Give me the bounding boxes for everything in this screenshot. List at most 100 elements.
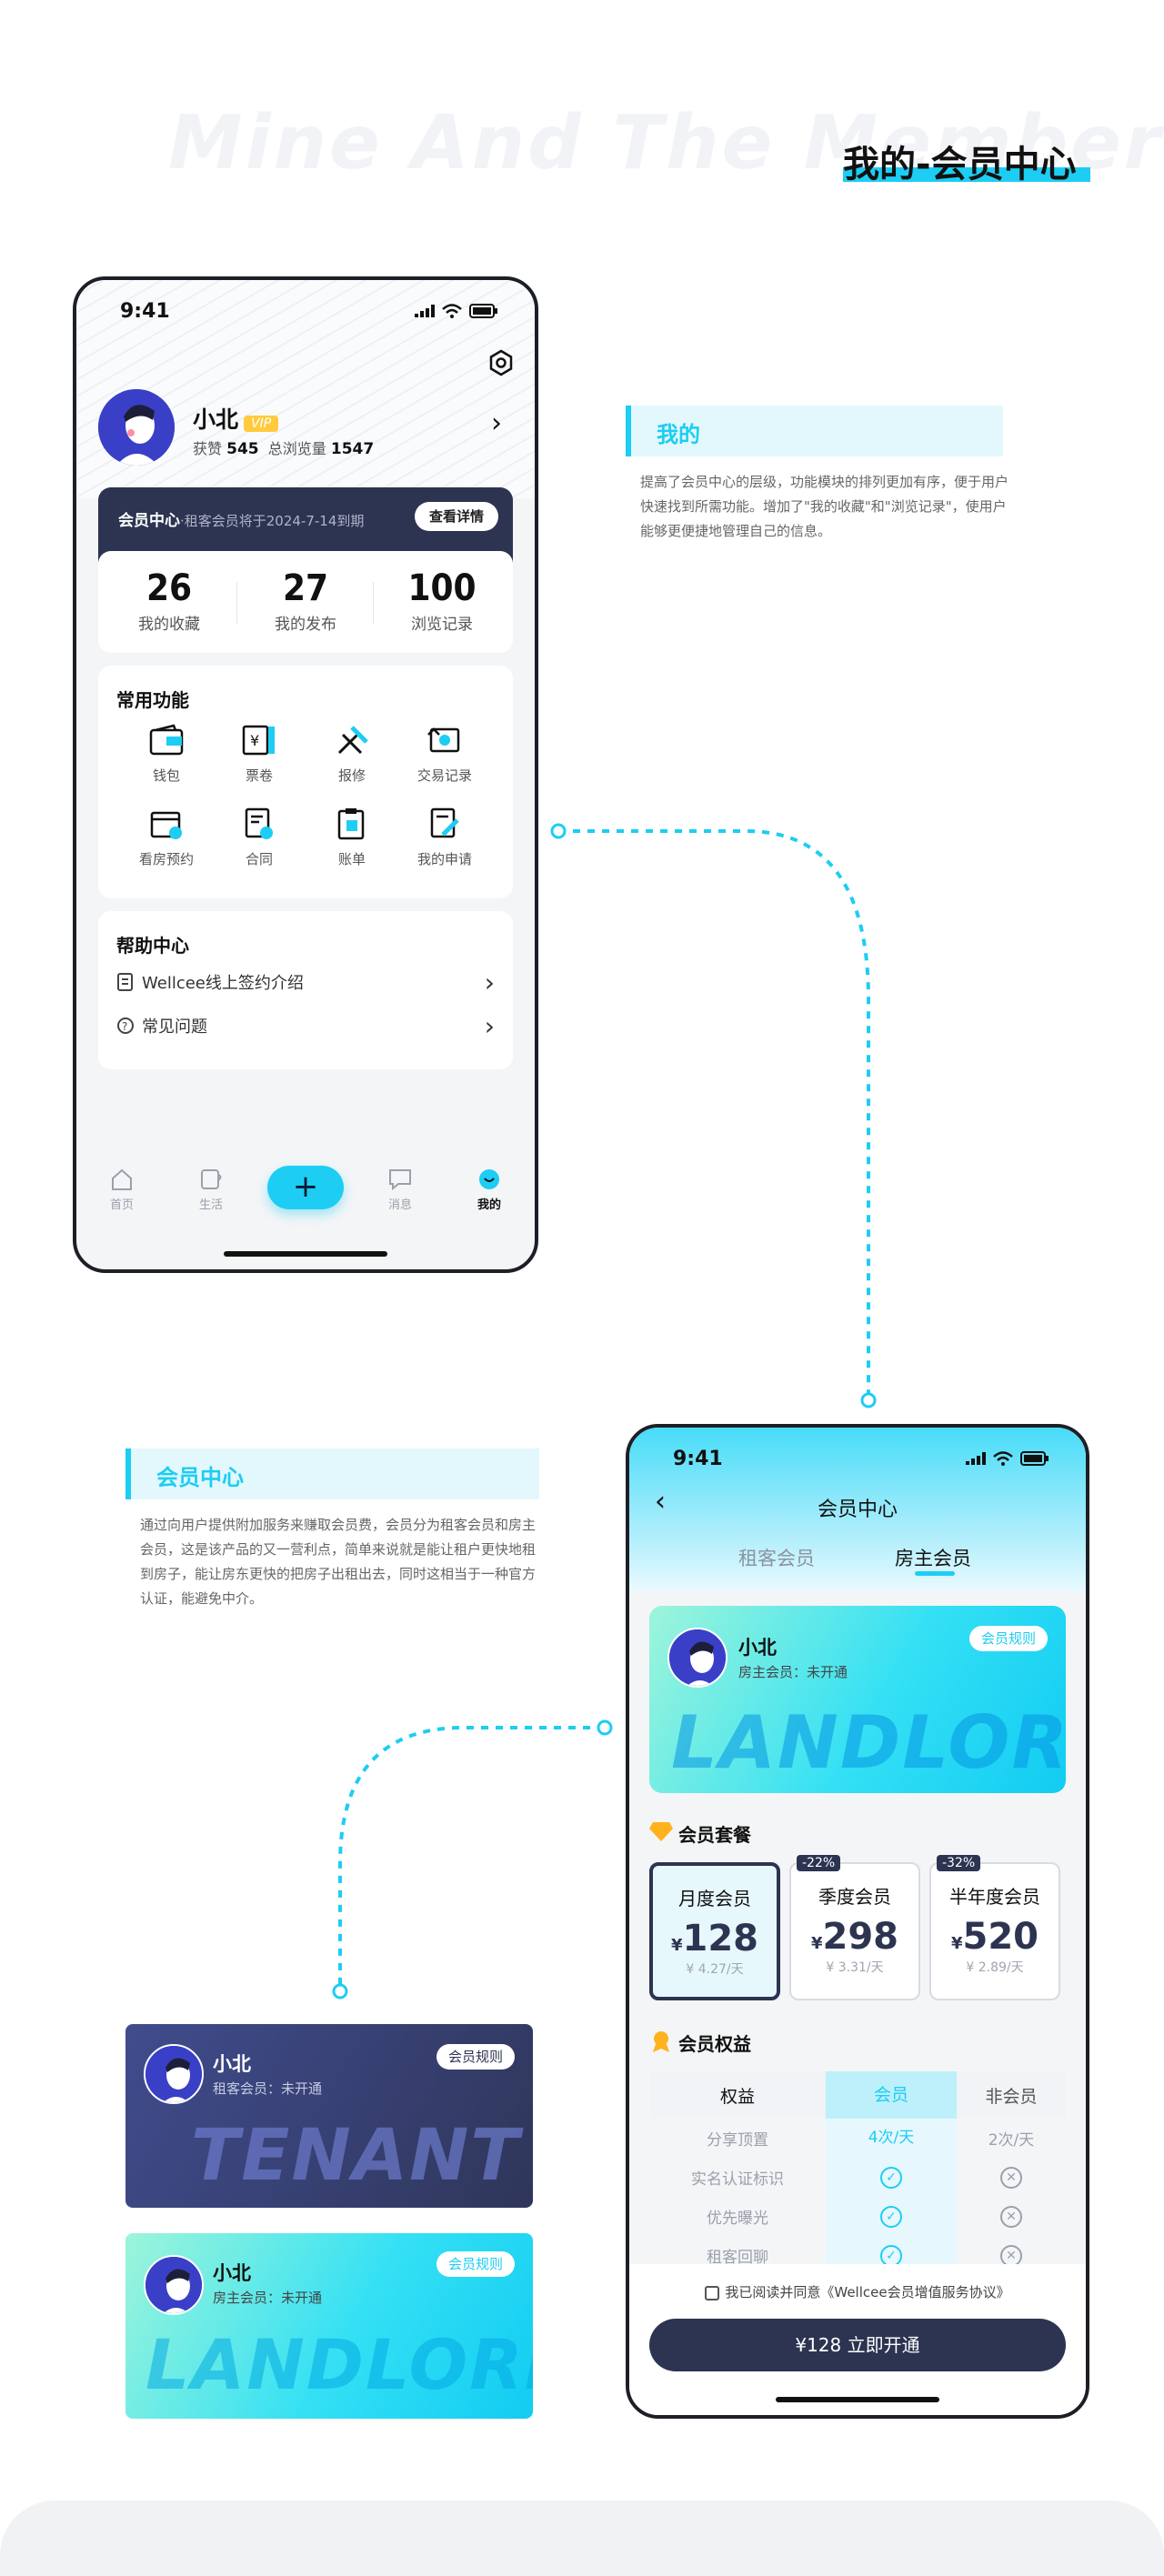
benefits-table: 权益 会员 非会员 分享顶置 4次/天 2次/天 实名认证标识 ✓ ✕ 优先曝光… [649, 2071, 1066, 2275]
status-time: 9:41 [120, 300, 170, 323]
help-item-faq[interactable]: ? 常见问题 › [116, 1007, 495, 1044]
check-icon: ✓ [880, 2167, 902, 2189]
application-icon [430, 807, 459, 838]
tab-bar: 首页 生活 + 消息 我的 [76, 1160, 535, 1233]
subscribe-button[interactable]: ¥128 立即开通 [649, 2319, 1066, 2371]
life-icon [201, 1169, 222, 1189]
desc-member-text: 通过向用户提供附加服务来赚取会员费，会员分为租客会员和房主会员，这是该产品的又一… [140, 1517, 537, 1607]
cross-icon: ✕ [1000, 2244, 1022, 2267]
func-coupons[interactable]: ¥ 票卷 [218, 724, 300, 785]
tab-label: 首页 [109, 1198, 134, 1212]
landlord-card-sample: 小北 房主会员：未开通 会员规则 LANDLORD [125, 2233, 533, 2419]
stat-favorites[interactable]: 26 我的收藏 [109, 567, 229, 634]
landlord-member-card: 小北 房主会员：未开通 会员规则 LANDLORD [649, 1606, 1066, 1793]
medal-icon [653, 2031, 669, 2052]
divider [236, 582, 237, 624]
desc-mine-header: 我的 [626, 406, 1003, 456]
functions-title: 常用功能 [116, 689, 189, 711]
tenant-card-sample: 小北 租客会员：未开通 会员规则 TENANT [125, 2024, 533, 2208]
home-indicator [776, 2397, 939, 2402]
tab-life[interactable]: 生活 [184, 1168, 238, 1212]
segment-tenant[interactable]: 租客会员 [738, 1548, 815, 1569]
stat-history[interactable]: 100 浏览记录 [382, 567, 502, 634]
battery-icon [1020, 1451, 1049, 1466]
tab-messages[interactable]: 消息 [373, 1168, 427, 1212]
settings-icon[interactable] [487, 349, 515, 376]
segment-landlord[interactable]: 房主会员 [895, 1548, 971, 1569]
func-bills[interactable]: 账单 [311, 807, 393, 868]
agreement-checkbox[interactable] [705, 2285, 720, 2300]
stat-value: 27 [282, 567, 329, 609]
discount-badge: -22% [797, 1855, 841, 1871]
tab-home[interactable]: 首页 [95, 1168, 149, 1212]
package-half-year[interactable]: -32% 半年度会员 ¥520 ¥ 2.89/天 [929, 1855, 1060, 2000]
add-button[interactable]: + [267, 1166, 344, 1209]
mine-icon [479, 1169, 499, 1189]
chevron-right-icon: › [484, 1010, 495, 1041]
packages-title: 会员套餐 [678, 1824, 751, 1846]
func-label: 报修 [337, 767, 366, 784]
func-label: 看房预约 [138, 851, 194, 867]
header-cell: 非会员 [985, 2086, 1038, 2107]
cross-icon: ✕ [1000, 2205, 1022, 2228]
avatar [144, 2255, 204, 2315]
ticket-icon: ¥ [242, 725, 275, 756]
stat-label: 浏览记录 [411, 616, 473, 634]
avatar[interactable] [98, 389, 175, 466]
help-item-signing[interactable]: Wellcee线上签约介绍 › [116, 964, 495, 1000]
func-label: 账单 [337, 851, 366, 867]
package-name: 月度会员 [678, 1888, 751, 1909]
stat-value: 26 [146, 567, 193, 609]
view-details-button[interactable]: 查看详情 [415, 502, 498, 531]
nav-title: 会员中心 [817, 1498, 898, 1521]
desc-mine-title: 我的 [657, 422, 700, 447]
help-title: 帮助中心 [116, 935, 189, 957]
func-label: 我的申请 [416, 851, 472, 867]
func-applications[interactable]: 我的申请 [404, 807, 486, 868]
desc-mine-text: 提高了会员中心的层级，功能模块的排列更加有序，便于用户快速找到所需功能。增加了"… [640, 474, 1009, 539]
profile-header [76, 280, 535, 498]
member-rules-button[interactable]: 会员规则 [436, 2251, 515, 2277]
agreement-row[interactable]: 我已阅读并同意《Wellcee会员增值服务协议》 [629, 2282, 1086, 2301]
stats-card: 26 我的收藏 27 我的发布 100 浏览记录 [98, 551, 513, 653]
package-quarterly[interactable]: -22% 季度会员 ¥298 ¥ 3.31/天 [789, 1855, 920, 2000]
benefit-member: 4次/天 [826, 2119, 957, 2158]
package-name: 季度会员 [818, 1886, 891, 1908]
package-monthly[interactable]: 月度会员 ¥128 ¥ 4.27/天 [649, 1862, 780, 2000]
package-price: 298 [822, 1916, 899, 1958]
back-icon[interactable]: ‹ [655, 1486, 666, 1518]
signal-icon [966, 1452, 986, 1465]
member-status: 房主会员：未开通 [213, 2290, 323, 2306]
member-rules-button[interactable]: 会员规则 [969, 1626, 1048, 1651]
desc-member-title: 会员中心 [156, 1465, 244, 1490]
func-contract[interactable]: 合同 [218, 807, 300, 868]
func-wallet[interactable]: 钱包 [125, 724, 207, 785]
divider [373, 582, 374, 624]
header-cell: 会员 [826, 2071, 957, 2119]
wallet-icon [149, 724, 184, 756]
tab-mine[interactable]: 我的 [462, 1168, 517, 1212]
card-watermark-word: LANDLORD [671, 1700, 1066, 1785]
profile-chevron-icon[interactable]: › [491, 407, 502, 439]
status-bar: 9:41 [629, 1428, 1086, 1482]
bill-icon [337, 808, 365, 840]
func-viewing[interactable]: 看房预约 [125, 807, 207, 868]
member-rules-button[interactable]: 会员规则 [436, 2044, 515, 2070]
card-watermark-word: TENANT [191, 2115, 521, 2197]
tab-label: 我的 [477, 1198, 501, 1212]
benefit-name: 分享顶置 [707, 2131, 768, 2150]
likes-count: 545 [226, 440, 259, 458]
member-expiry-note: ·租客会员将于2024-7-14到期 [180, 513, 365, 529]
func-transactions[interactable]: 交易记录 [404, 724, 486, 785]
cross-icon: ✕ [1000, 2166, 1022, 2189]
desc-member-header: 会员中心 [125, 1448, 539, 1499]
question-icon: ? [117, 1017, 134, 1034]
stat-posts[interactable]: 27 我的发布 [246, 567, 366, 634]
card-watermark-word: LANDLORD [146, 2324, 533, 2405]
member-name: 小北 [213, 2262, 251, 2284]
func-repair[interactable]: 报修 [311, 724, 393, 785]
member-bar-title: 会员中心 [118, 512, 180, 530]
footer-band [0, 2501, 1164, 2576]
